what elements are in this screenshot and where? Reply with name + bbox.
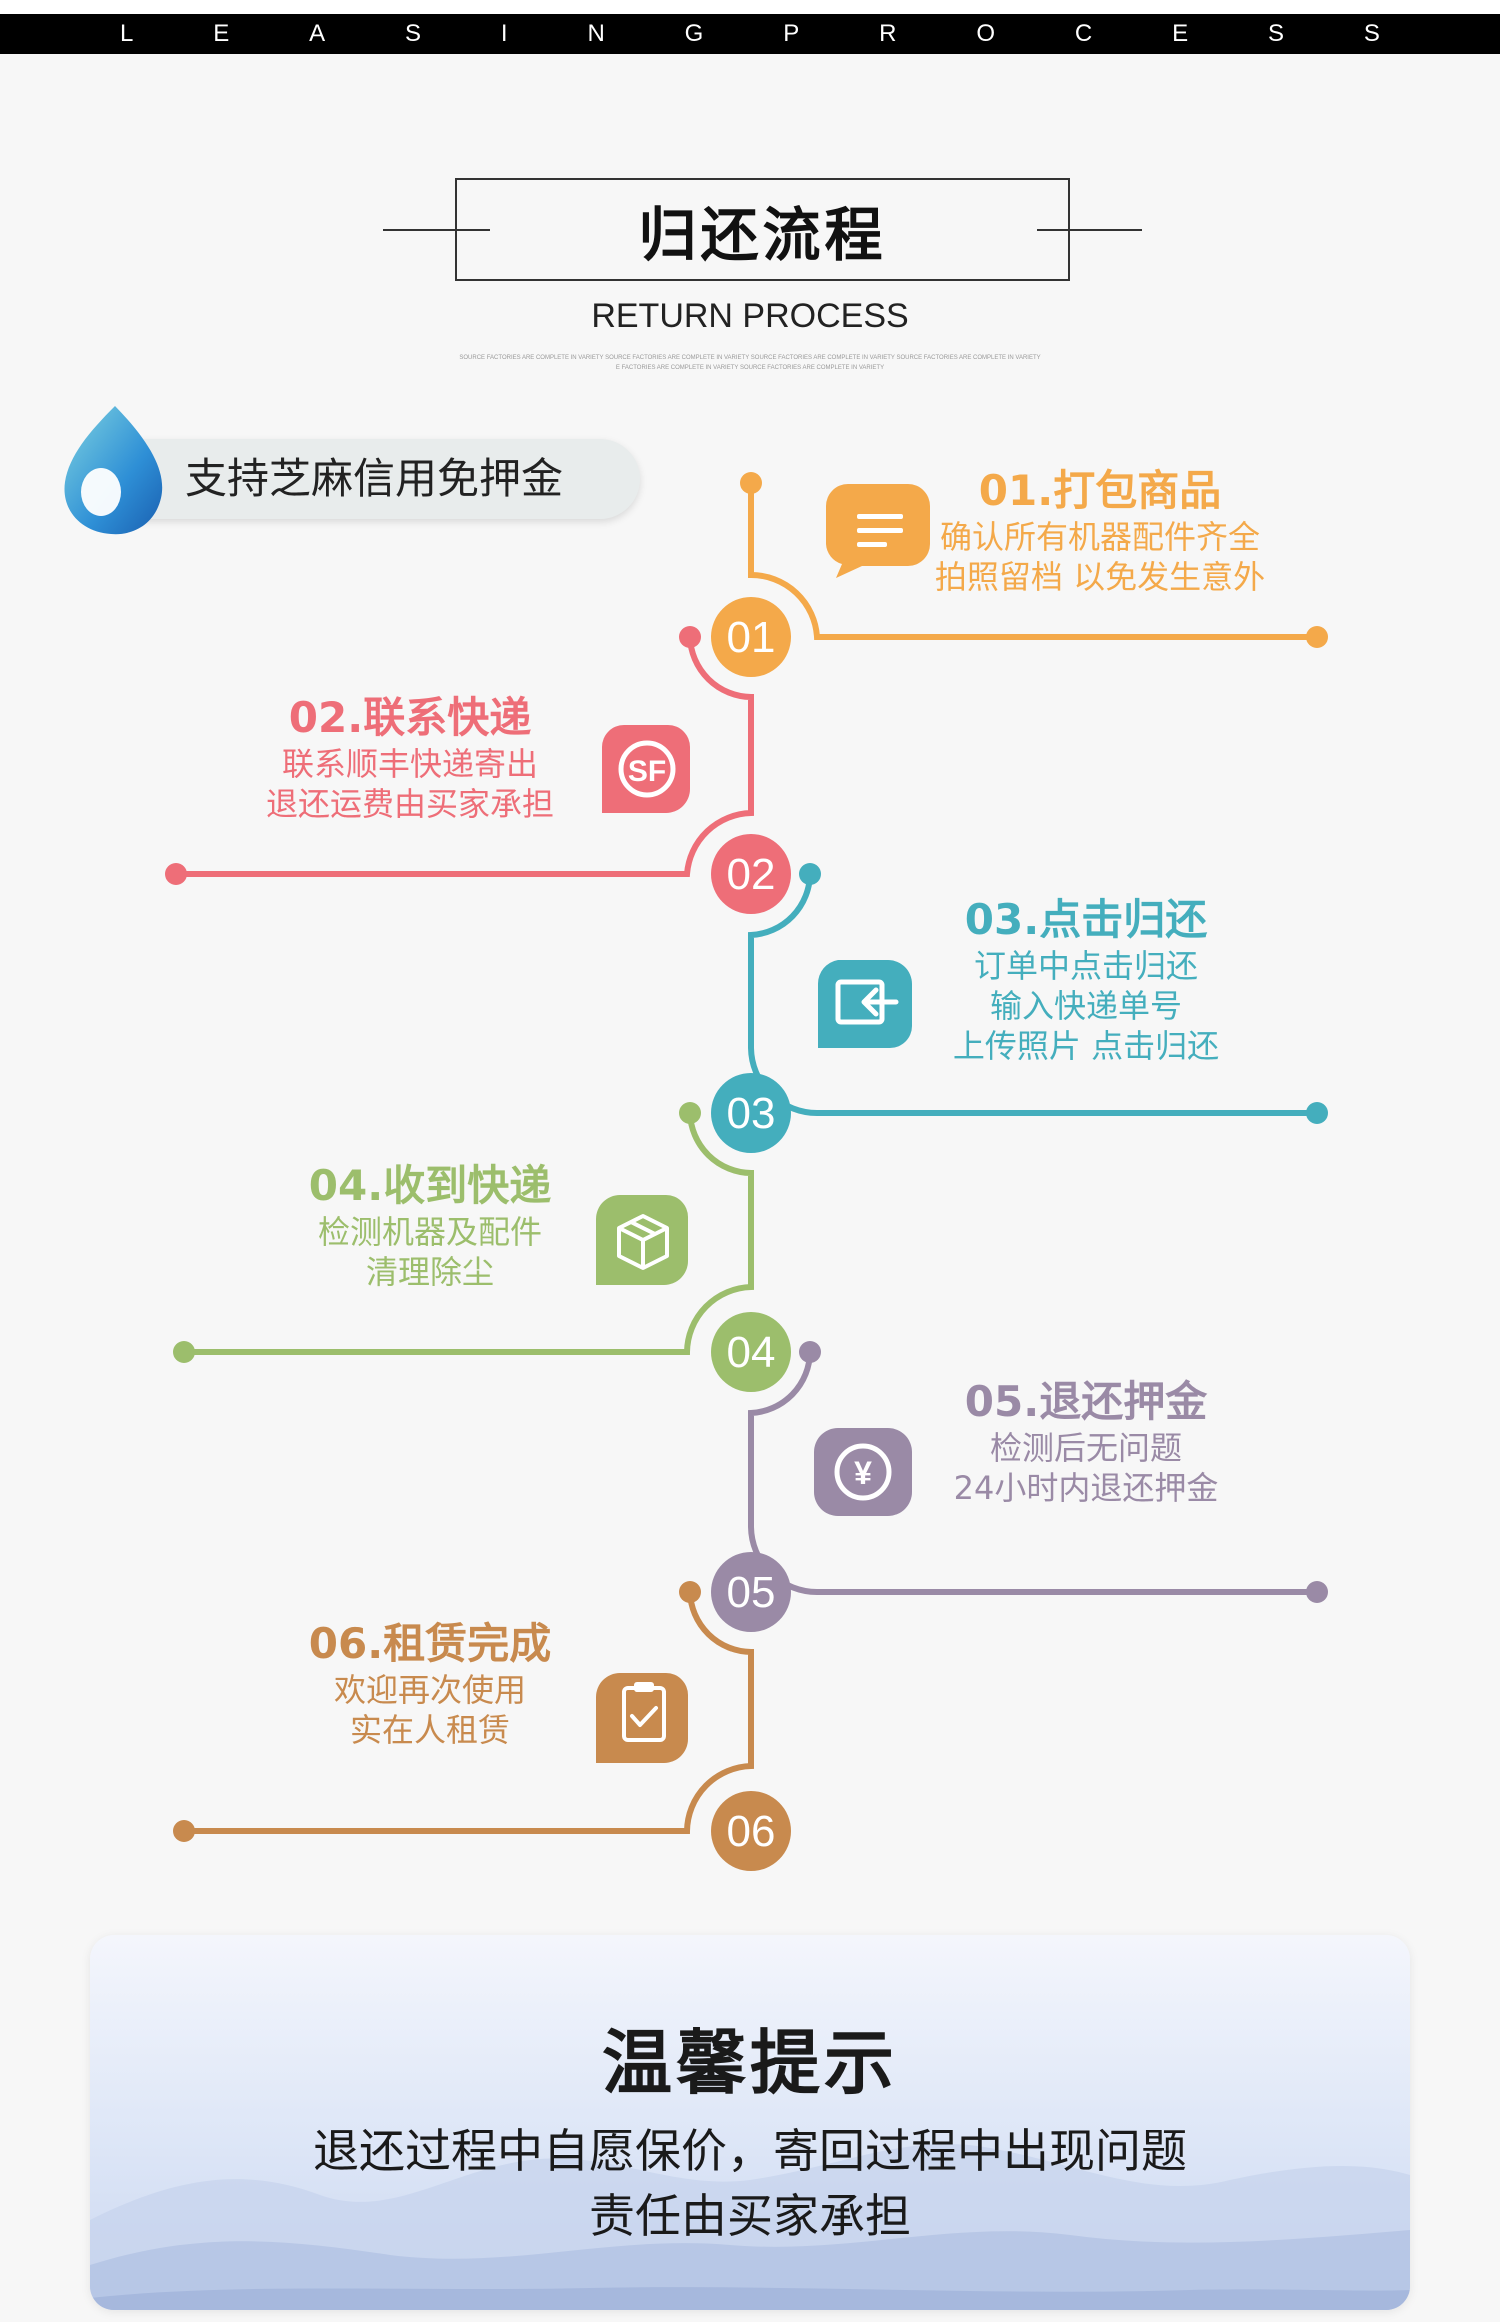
step-number-label: 06 <box>727 1807 776 1856</box>
step-title: 01.打包商品 <box>978 466 1222 515</box>
step-desc: 联系顺丰快递寄出 <box>281 745 538 783</box>
step-number-label: 05 <box>727 1568 776 1617</box>
water-drop-icon <box>64 406 163 535</box>
banner-letter: O <box>976 20 995 47</box>
step-03-connector <box>748 863 1328 1124</box>
step-desc: 上传照片 点击归还 <box>952 1027 1220 1065</box>
step-02-text: 02.联系快递 联系顺丰快递寄出 退还运费由买家承担 <box>210 692 610 824</box>
page-title: 归还流程 <box>638 200 887 269</box>
banner-letter: I <box>500 20 508 47</box>
fine-print: E FACTORIES ARE COMPLETE IN VARIETY SOUR… <box>615 365 885 371</box>
banner-letter: N <box>587 20 605 47</box>
return-icon <box>817 960 912 1048</box>
mountain-landscape-image <box>90 2143 1410 2310</box>
step-number-06: 06 <box>711 1791 791 1871</box>
step-number-label: 04 <box>727 1328 776 1377</box>
step-desc: 输入快递单号 <box>989 987 1182 1025</box>
step-title: 02.联系快递 <box>288 693 532 742</box>
step-desc: 确认所有机器配件齐全 <box>939 518 1260 556</box>
clipboard-check-icon <box>596 1673 688 1763</box>
zhima-credit-label: 支持芝麻信用免押金 <box>185 454 564 503</box>
banner-letter: E <box>213 20 230 47</box>
step-number-label: 01 <box>727 613 776 662</box>
step-number-05: 05 <box>711 1552 791 1632</box>
banner-letter: P <box>783 20 800 47</box>
step-01-text: 01.打包商品 确认所有机器配件齐全 拍照留档 以免发生意外 <box>900 465 1300 597</box>
banner-letter: C <box>1074 20 1093 47</box>
page-subtitle: RETURN PROCESS <box>591 297 909 335</box>
step-desc: 实在人租赁 <box>349 1711 510 1749</box>
step-desc: 退还运费由买家承担 <box>265 785 554 823</box>
warm-tips-panel: 温馨提示 退还过程中自愿保价，寄回过程中出现问题 责任由买家承担 <box>90 1935 1410 2310</box>
chat-icon <box>826 484 930 578</box>
step-04-connector <box>173 1102 754 1363</box>
sf-logo-text: SF <box>628 755 666 788</box>
step-title: 04.收到快递 <box>308 1161 552 1210</box>
step-number-01: 01 <box>711 597 791 677</box>
step-06-text: 06.租赁完成 欢迎再次使用 实在人租赁 <box>230 1618 630 1750</box>
step-desc: 检测机器及配件 <box>317 1213 542 1251</box>
step-number-02: 02 <box>711 834 791 914</box>
tips-text: 退还过程中自愿保价，寄回过程中出现问题 <box>313 2124 1187 2178</box>
step-number-label: 03 <box>727 1089 776 1138</box>
yuan-symbol: ¥ <box>854 1455 872 1491</box>
banner-letter: E <box>1172 20 1189 47</box>
step-desc: 清理除尘 <box>365 1253 494 1291</box>
banner-letter: R <box>879 20 897 47</box>
step-01-connector <box>740 472 1328 648</box>
step-desc: 24小时内退还押金 <box>953 1469 1219 1507</box>
banner-letter: S <box>1363 20 1380 47</box>
page-title-box: 归还流程 <box>455 178 1070 281</box>
zhima-credit-badge <box>100 439 640 519</box>
step-02-connector <box>165 626 754 885</box>
sf-express-icon: SF <box>602 725 690 813</box>
step-number-label: 02 <box>727 850 776 899</box>
step-desc: 拍照留档 以免发生意外 <box>934 558 1266 596</box>
title-line-right <box>1037 229 1142 231</box>
step-05-connector <box>748 1341 1328 1603</box>
yuan-icon: ¥ <box>814 1428 912 1516</box>
step-desc: 检测后无问题 <box>989 1429 1182 1467</box>
step-number-03: 03 <box>711 1073 791 1153</box>
step-title: 05.退还押金 <box>964 1377 1208 1426</box>
step-04-text: 04.收到快递 检测机器及配件 清理除尘 <box>230 1160 630 1292</box>
fine-print: SOURCE FACTORIES ARE COMPLETE IN VARIETY… <box>459 355 1041 361</box>
title-line-left <box>383 229 490 231</box>
banner-letter: A <box>309 20 326 47</box>
step-05-text: 05.退还押金 检测后无问题 24小时内退还押金 <box>886 1376 1286 1508</box>
step-number-04: 04 <box>711 1312 791 1392</box>
banner-letter: L <box>120 20 134 47</box>
banner-letter: S <box>1267 20 1284 47</box>
tips-title: 温馨提示 <box>602 2022 898 2104</box>
step-03-text: 03.点击归还 订单中点击归还 输入快递单号 上传照片 点击归还 <box>886 894 1286 1066</box>
banner-letter: S <box>405 20 422 47</box>
leasing-process-banner: L E A S I N G P R O C E S S <box>0 14 1500 54</box>
return-process-timeline: 01 02 03 04 05 06 SF <box>165 472 1328 1871</box>
step-title: 06.租赁完成 <box>308 1619 552 1668</box>
tips-text: 责任由买家承担 <box>589 2189 911 2243</box>
step-06-connector <box>173 1581 754 1842</box>
top-strip <box>0 0 1500 14</box>
step-desc: 欢迎再次使用 <box>333 1671 526 1709</box>
banner-letter: G <box>684 20 704 47</box>
step-desc: 订单中点击归还 <box>973 947 1198 985</box>
package-icon <box>596 1195 688 1285</box>
step-title: 03.点击归还 <box>964 895 1208 944</box>
